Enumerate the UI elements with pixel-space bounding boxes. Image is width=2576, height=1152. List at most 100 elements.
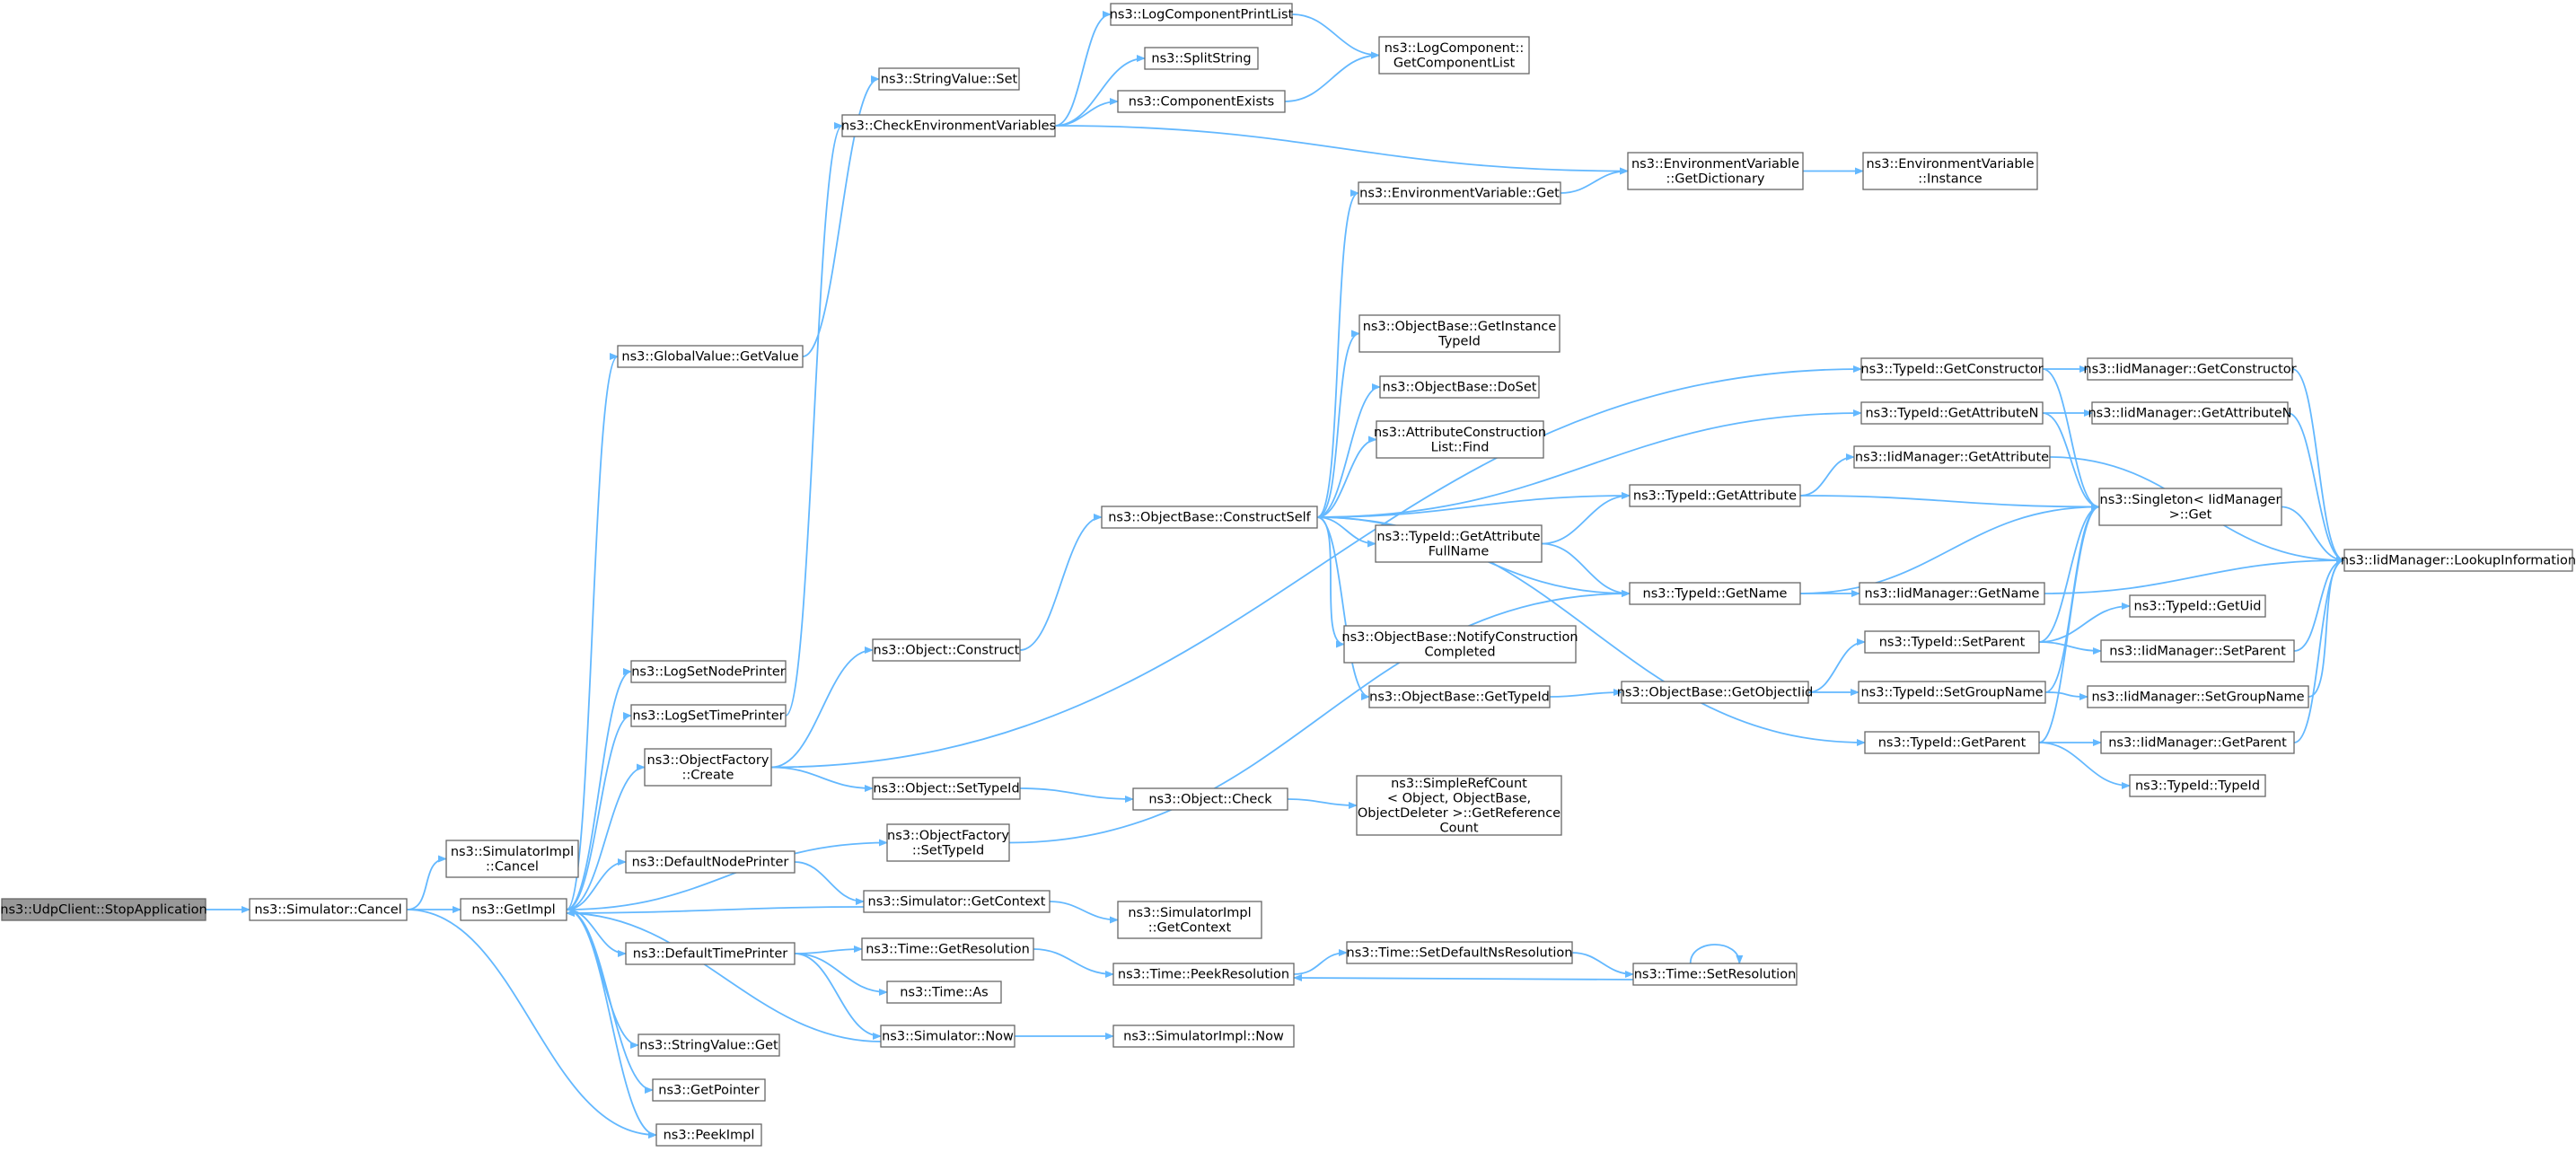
function-node[interactable]: ns3::SplitString <box>1144 47 1259 70</box>
function-node[interactable]: ns3::Time::GetResolution <box>861 937 1034 961</box>
call-edge <box>2291 368 2345 564</box>
node-box <box>630 704 787 727</box>
node-label: ns3::TypeId::TypeId <box>2135 779 2260 794</box>
function-node[interactable]: ns3::Simulator::GetContext <box>863 890 1051 913</box>
function-node[interactable]: ns3::SimulatorImpl::GetContext <box>1117 901 1262 939</box>
function-node[interactable]: ns3::DefaultNodePrinter <box>625 850 796 874</box>
node-box <box>637 1033 780 1057</box>
function-node[interactable]: ns3::Simulator::Now <box>880 1024 1015 1048</box>
node-label: ns3::SimulatorImpl::Now <box>1123 1030 1284 1044</box>
call-edge <box>566 839 888 910</box>
function-node[interactable]: ns3::Object::SetTypeId <box>872 777 1021 800</box>
call-edge <box>406 855 447 910</box>
function-node[interactable]: ns3::Object::Check <box>1132 787 1288 811</box>
node-label: ns3::IidManager::GetConstructor <box>2083 363 2296 377</box>
function-node[interactable]: ns3::IidManager::GetConstructor <box>2083 357 2297 381</box>
function-node[interactable]: ns3::TypeId::GetParent <box>1864 731 2040 754</box>
call-edge <box>1316 516 1370 700</box>
node-label: ns3::TypeId::GetName <box>1643 587 1788 602</box>
function-node[interactable]: ns3::TypeId::TypeId <box>2129 774 2266 797</box>
function-node[interactable]: ns3::Simulator::Cancel <box>249 898 408 921</box>
function-node[interactable]: ns3::TypeId::GetAttribute <box>1629 484 1801 507</box>
function-node[interactable]: ns3::EnvironmentVariable::Get <box>1358 181 1561 205</box>
node-label: ns3::LogSetNodePrinter <box>631 665 786 680</box>
function-node[interactable]: ns3::Time::SetDefaultNsResolution <box>1346 941 1573 964</box>
function-node[interactable]: ns3::Singleton< IidManager>::Get <box>2098 488 2282 526</box>
function-node[interactable]: ns3::TypeId::SetParent <box>1864 630 2040 654</box>
node-box <box>861 937 1034 961</box>
function-node[interactable]: ns3::UdpClient::StopApplication <box>0 898 207 921</box>
function-node[interactable]: ns3::ObjectFactory::SetTypeId <box>886 823 1010 862</box>
node-label: ns3::Simulator::GetContext <box>868 895 1046 910</box>
function-node[interactable]: ns3::LogComponent::GetComponentList <box>1378 36 1530 75</box>
function-node[interactable]: ns3::ComponentExists <box>1117 90 1286 113</box>
node-label: ns3::Simulator::Now <box>882 1030 1014 1044</box>
function-node[interactable]: ns3::TypeId::GetAttributeN <box>1860 401 2044 425</box>
node-label: ns3::TypeId::SetGroupName <box>1860 686 2043 700</box>
function-node[interactable]: ns3::SimpleRefCount< Object, ObjectBase,… <box>1356 775 1562 836</box>
call-edge <box>566 712 632 910</box>
call-edge <box>2044 691 2088 700</box>
function-node[interactable]: ns3::StringValue::Set <box>878 67 1020 91</box>
node-label: ns3::Object::Construct <box>874 644 1020 658</box>
function-node[interactable]: ns3::ObjectBase::NotifyConstructionCompl… <box>1341 625 1578 664</box>
call-edge <box>1541 542 1631 597</box>
call-edge <box>2281 506 2345 564</box>
call-edge <box>2038 742 2131 789</box>
function-node[interactable]: ns3::LogSetNodePrinter <box>630 660 787 683</box>
function-node[interactable]: ns3::IidManager::GetName <box>1859 582 2045 605</box>
function-node[interactable]: ns3::StringValue::Get <box>637 1033 780 1057</box>
node-label: ns3::Singleton< IidManager <box>2100 493 2281 507</box>
function-node[interactable]: ns3::ObjectBase::DoSet <box>1379 375 1540 399</box>
function-node[interactable]: ns3::LogComponentPrintList <box>1110 3 1294 26</box>
function-node[interactable]: ns3::EnvironmentVariable::GetDictionary <box>1627 152 1804 190</box>
function-node[interactable]: ns3::IidManager::SetParent <box>2100 639 2295 663</box>
function-node[interactable]: ns3::IidManager::GetAttribute <box>1853 445 2051 469</box>
function-node[interactable]: ns3::ObjectBase::ConstructSelf <box>1101 506 1318 529</box>
function-node[interactable]: ns3::PeekImpl <box>655 1123 762 1147</box>
function-node[interactable]: ns3::IidManager::GetParent <box>2100 731 2295 754</box>
call-edge <box>566 353 619 910</box>
function-node[interactable]: ns3::Time::PeekResolution <box>1112 963 1295 986</box>
node-box <box>1378 36 1530 75</box>
call-edge <box>1054 98 1119 127</box>
node-box <box>1132 787 1288 811</box>
call-edge <box>802 75 880 357</box>
call-edge <box>2044 557 2345 594</box>
function-node[interactable]: ns3::SimulatorImpl::Now <box>1112 1024 1295 1048</box>
function-node[interactable]: ns3::ObjectBase::GetObjectIid <box>1617 681 1814 704</box>
function-node[interactable]: ns3::EnvironmentVariable::Instance <box>1862 152 2038 190</box>
function-node[interactable]: ns3::Time::SetResolution <box>1632 963 1798 986</box>
function-node[interactable]: ns3::Object::Construct <box>872 638 1021 662</box>
function-node[interactable]: ns3::CheckEnvironmentVariables <box>841 114 1056 137</box>
function-node[interactable]: ns3::TypeId::GetUid <box>2129 594 2266 618</box>
function-node[interactable]: ns3::SimulatorImpl::Cancel <box>445 840 579 878</box>
function-node[interactable]: ns3::GetPointer <box>652 1078 766 1102</box>
node-label: ::Create <box>682 768 734 782</box>
function-node[interactable]: ns3::IidManager::SetGroupName <box>2087 685 2309 708</box>
function-node[interactable]: ns3::Time::As <box>886 981 1002 1004</box>
function-node[interactable]: ns3::TypeId::GetName <box>1629 582 1801 605</box>
node-label: ns3::IidManager::GetAttributeN <box>2088 407 2291 421</box>
node-box <box>863 890 1051 913</box>
function-node[interactable]: ns3::TypeId::GetConstructor <box>1860 357 2044 381</box>
function-node[interactable]: ns3::ObjectBase::GetTypeId <box>1368 685 1551 708</box>
function-node[interactable]: ns3::GlobalValue::GetValue <box>617 345 804 368</box>
function-node[interactable]: ns3::TypeId::SetGroupName <box>1858 681 2046 704</box>
call-edge <box>770 766 874 792</box>
function-node[interactable]: ns3::LogSetTimePrinter <box>630 704 787 727</box>
node-box <box>1862 152 2038 190</box>
function-node[interactable]: ns3::ObjectFactory::Create <box>644 748 772 787</box>
function-node[interactable]: ns3::IidManager::GetAttributeN <box>2088 401 2292 425</box>
function-node[interactable]: ns3::IidManager::LookupInformation <box>2341 549 2576 572</box>
node-label: ::Cancel <box>486 859 539 874</box>
function-node[interactable]: ns3::DefaultTimePrinter <box>625 942 796 965</box>
node-label: ns3::UdpClient::StopApplication <box>0 903 207 918</box>
call-edge <box>1560 167 1629 194</box>
function-node[interactable]: ns3::GetImpl <box>460 898 567 921</box>
call-edge <box>1571 952 1634 978</box>
node-box <box>1117 901 1262 939</box>
